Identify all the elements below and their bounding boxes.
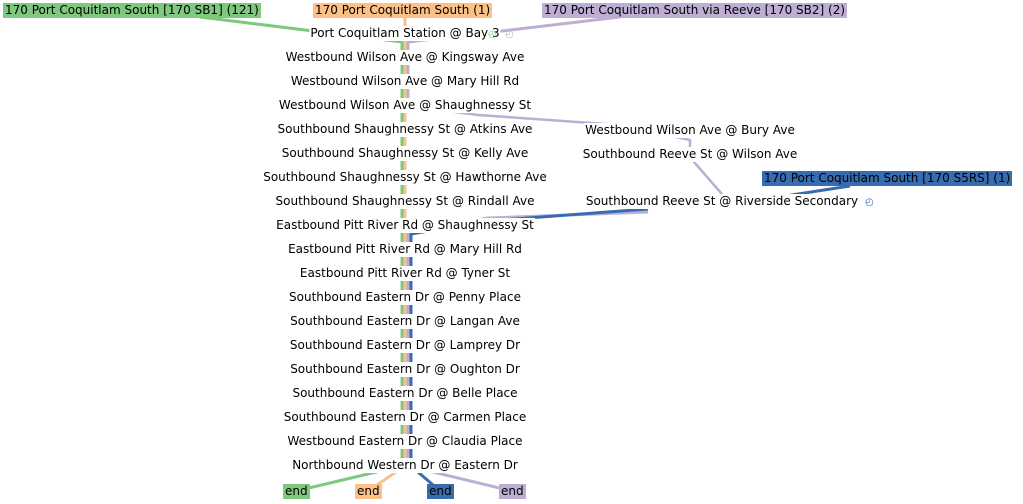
stop-label: Westbound Wilson Ave @ Mary Hill Rd (289, 74, 521, 89)
clock-icon: ◴ (505, 29, 514, 40)
route-label-sb2: 170 Port Coquitlam South via Reeve [170 … (542, 3, 848, 18)
stop-label: Southbound Shaughnessy St @ Hawthorne Av… (262, 170, 548, 185)
stop-label: Southbound Shaughnessy St @ Atkins Ave (276, 122, 534, 137)
route-label-s5rs: 170 Port Coquitlam South [170 S5RS] (1) (762, 171, 1013, 186)
stop-label: Southbound Shaughnessy St @ Rindall Ave (274, 194, 536, 209)
end-label-170: end (355, 484, 382, 499)
route-label-sb1: 170 Port Coquitlam South [170 SB1] (121) (3, 3, 261, 18)
stop-label: Eastbound Pitt River Rd @ Mary Hill Rd (287, 242, 523, 257)
stop-label: Northbound Western Dr @ Eastern Dr (291, 458, 519, 473)
route-line-sb2-branch (407, 104, 729, 202)
stop-label: Southbound Eastern Dr @ Langan Ave (289, 314, 521, 329)
route-label-170: 170 Port Coquitlam South (1) (313, 3, 493, 18)
stop-label: Southbound Shaughnessy St @ Kelly Ave (280, 146, 530, 161)
stop-label: Southbound Eastern Dr @ Oughton Dr (289, 362, 521, 377)
stop-label: Southbound Eastern Dr @ Belle Place (291, 386, 519, 401)
stop-label: Westbound Wilson Ave @ Kingsway Ave (284, 50, 526, 65)
stop-bury-ave: Westbound Wilson Ave @ Bury Ave (584, 123, 796, 138)
stop-label: Southbound Eastern Dr @ Penny Place (288, 290, 522, 305)
stop-reeve-riverside: Southbound Reeve St @ Riverside Secondar… (584, 194, 860, 209)
stop-reeve-wilson: Southbound Reeve St @ Wilson Ave (581, 147, 799, 162)
stop-label: Westbound Eastern Dr @ Claudia Place (286, 434, 524, 449)
stop-label: Southbound Eastern Dr @ Lamprey Dr (288, 338, 522, 353)
stop-label: Westbound Wilson Ave @ Shaughnessy St (277, 98, 533, 113)
stop-label: Eastbound Pitt River Rd @ Shaughnessy St (275, 218, 535, 233)
end-label-s5rs: end (427, 484, 454, 499)
end-label-sb2: end (499, 484, 526, 499)
stop-label: Southbound Eastern Dr @ Carmen Place (282, 410, 528, 425)
stop-label: Eastbound Pitt River Rd @ Tyner St (298, 266, 512, 281)
stop-label: Port Coquitlam Station @ Bay 3 (309, 26, 501, 41)
end-label-sb1: end (283, 484, 310, 499)
clock-icon: ◴ (488, 29, 497, 40)
clock-icon: ◴ (865, 197, 874, 208)
